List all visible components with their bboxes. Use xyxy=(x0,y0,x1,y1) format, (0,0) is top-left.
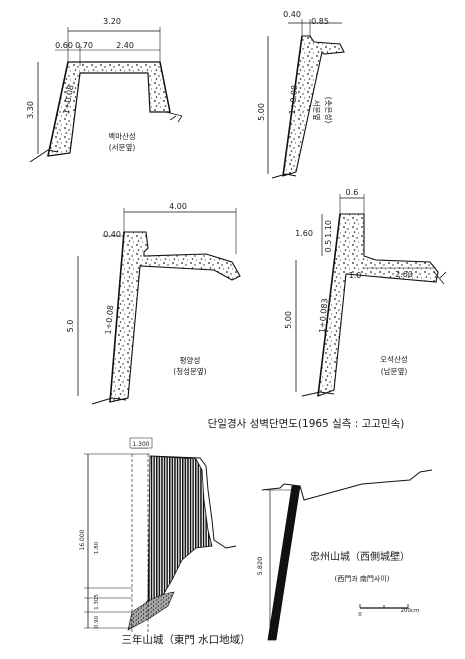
baekma-height: 3.30 xyxy=(26,101,35,119)
samnyeon-mark3: 0.90 xyxy=(94,615,100,628)
pyeongyang-top-width: 4.00 xyxy=(169,202,187,211)
section-oseok: 0.6 1.60 1.10 0.5 1.0 2.60 5.00 1÷0.083 … xyxy=(284,188,447,397)
oseok-ledge: 1.0 xyxy=(349,271,362,280)
pyeongyang-name: 평양성 xyxy=(180,355,201,365)
baekma-inner-width: 2.40 xyxy=(116,41,134,50)
baekma-sub: (서문옆) xyxy=(109,142,136,152)
section-samnyeon: 1.300 16.000 1.80 1.305 0.90 三年山城（東門 水口地… xyxy=(79,437,251,646)
scale-end: 200cm xyxy=(401,608,420,614)
chungju-sub: (西門과 南門사이) xyxy=(334,574,389,583)
samnyeon-mark2: 1.305 xyxy=(94,594,100,610)
oseok-name: 오석산성 xyxy=(380,354,408,364)
baekma-left-b: 0.70 xyxy=(75,41,93,50)
pyeongyang-parapet: 0.40 xyxy=(103,230,121,239)
section-baekma: 3.20 0.60 0.70 2.40 3.30 1÷0.08 백마산성 (서문… xyxy=(26,17,183,163)
samnyeon-profile xyxy=(149,455,237,549)
main-caption: 단일경사 성벽단면도(1965 실측 : 고고민속) xyxy=(208,417,405,430)
baekma-name: 백마산성 xyxy=(108,131,136,141)
baekma-left-a: 0.60 xyxy=(55,41,73,50)
oseok-step2: 0.5 xyxy=(324,240,333,253)
samnyeon-height: 16.000 xyxy=(79,529,86,550)
chungju-height: 5.820 xyxy=(256,557,264,576)
samnyeon-wall-mass xyxy=(137,455,213,623)
seomun-outer-face xyxy=(282,35,303,177)
scale-bar: 0 200cm xyxy=(358,604,419,618)
baekma-top-width: 3.20 xyxy=(103,17,121,26)
seomun-name: 서문옆 xyxy=(312,100,322,121)
oseok-wall-mass xyxy=(317,213,439,397)
pyeongyang-height: 5.0 xyxy=(66,320,75,333)
seomun-slope: 1÷0.08 xyxy=(288,85,300,115)
baekma-inner-face xyxy=(159,61,171,113)
chungju-wall-face xyxy=(267,485,301,641)
seomun-height: 5.00 xyxy=(257,103,266,121)
seomun-wall-mass xyxy=(282,35,345,177)
pyeongyang-slope: 1÷0.08 xyxy=(104,305,116,335)
oseok-sub: (남문옆) xyxy=(381,366,408,376)
samnyeon-mark1: 1.80 xyxy=(94,541,100,554)
section-seomun: 0.40 0.85 5.00 1÷0.08 서문옆 (솟은성) xyxy=(257,10,345,179)
samnyeon-top: 1.300 xyxy=(132,441,149,448)
seomun-top-a: 0.40 xyxy=(283,10,301,19)
chungju-label: 忠州山城（西側城壁） xyxy=(310,550,410,563)
samnyeon-label: 三年山城（東門 水口地域） xyxy=(121,633,250,646)
baekma-ground-right xyxy=(165,111,183,123)
oseok-outer-face xyxy=(317,213,341,397)
baekma-outer-face xyxy=(47,61,69,157)
pyeongyang-sub: (청성문옆) xyxy=(173,366,207,376)
pyeongyang-wall-mass xyxy=(109,231,241,403)
oseok-step: 1.10 xyxy=(324,220,333,238)
seomun-sub: (솟은성) xyxy=(324,97,333,124)
oseok-slope: 1÷0.083 xyxy=(318,298,330,333)
oseok-height: 5.00 xyxy=(284,311,293,329)
chungju-top-profile xyxy=(261,469,433,501)
oseok-top: 0.6 xyxy=(346,188,359,197)
section-pyeongyang: 4.00 0.40 5.0 1÷0.08 평양성 (청성문옆) xyxy=(66,202,241,405)
scale-start: 0 xyxy=(358,612,362,618)
pyeongyang-outer-face xyxy=(109,231,125,403)
baekma-ground-left xyxy=(29,149,59,163)
section-chungju: 5.820 忠州山城（西側城壁） (西門과 南門사이) 0 200cm xyxy=(256,469,433,641)
oseok-ledge-width: 2.60 xyxy=(395,270,413,279)
oseok-parapet-height: 1.60 xyxy=(295,229,313,238)
seomun-top-b: 0.85 xyxy=(311,17,329,26)
